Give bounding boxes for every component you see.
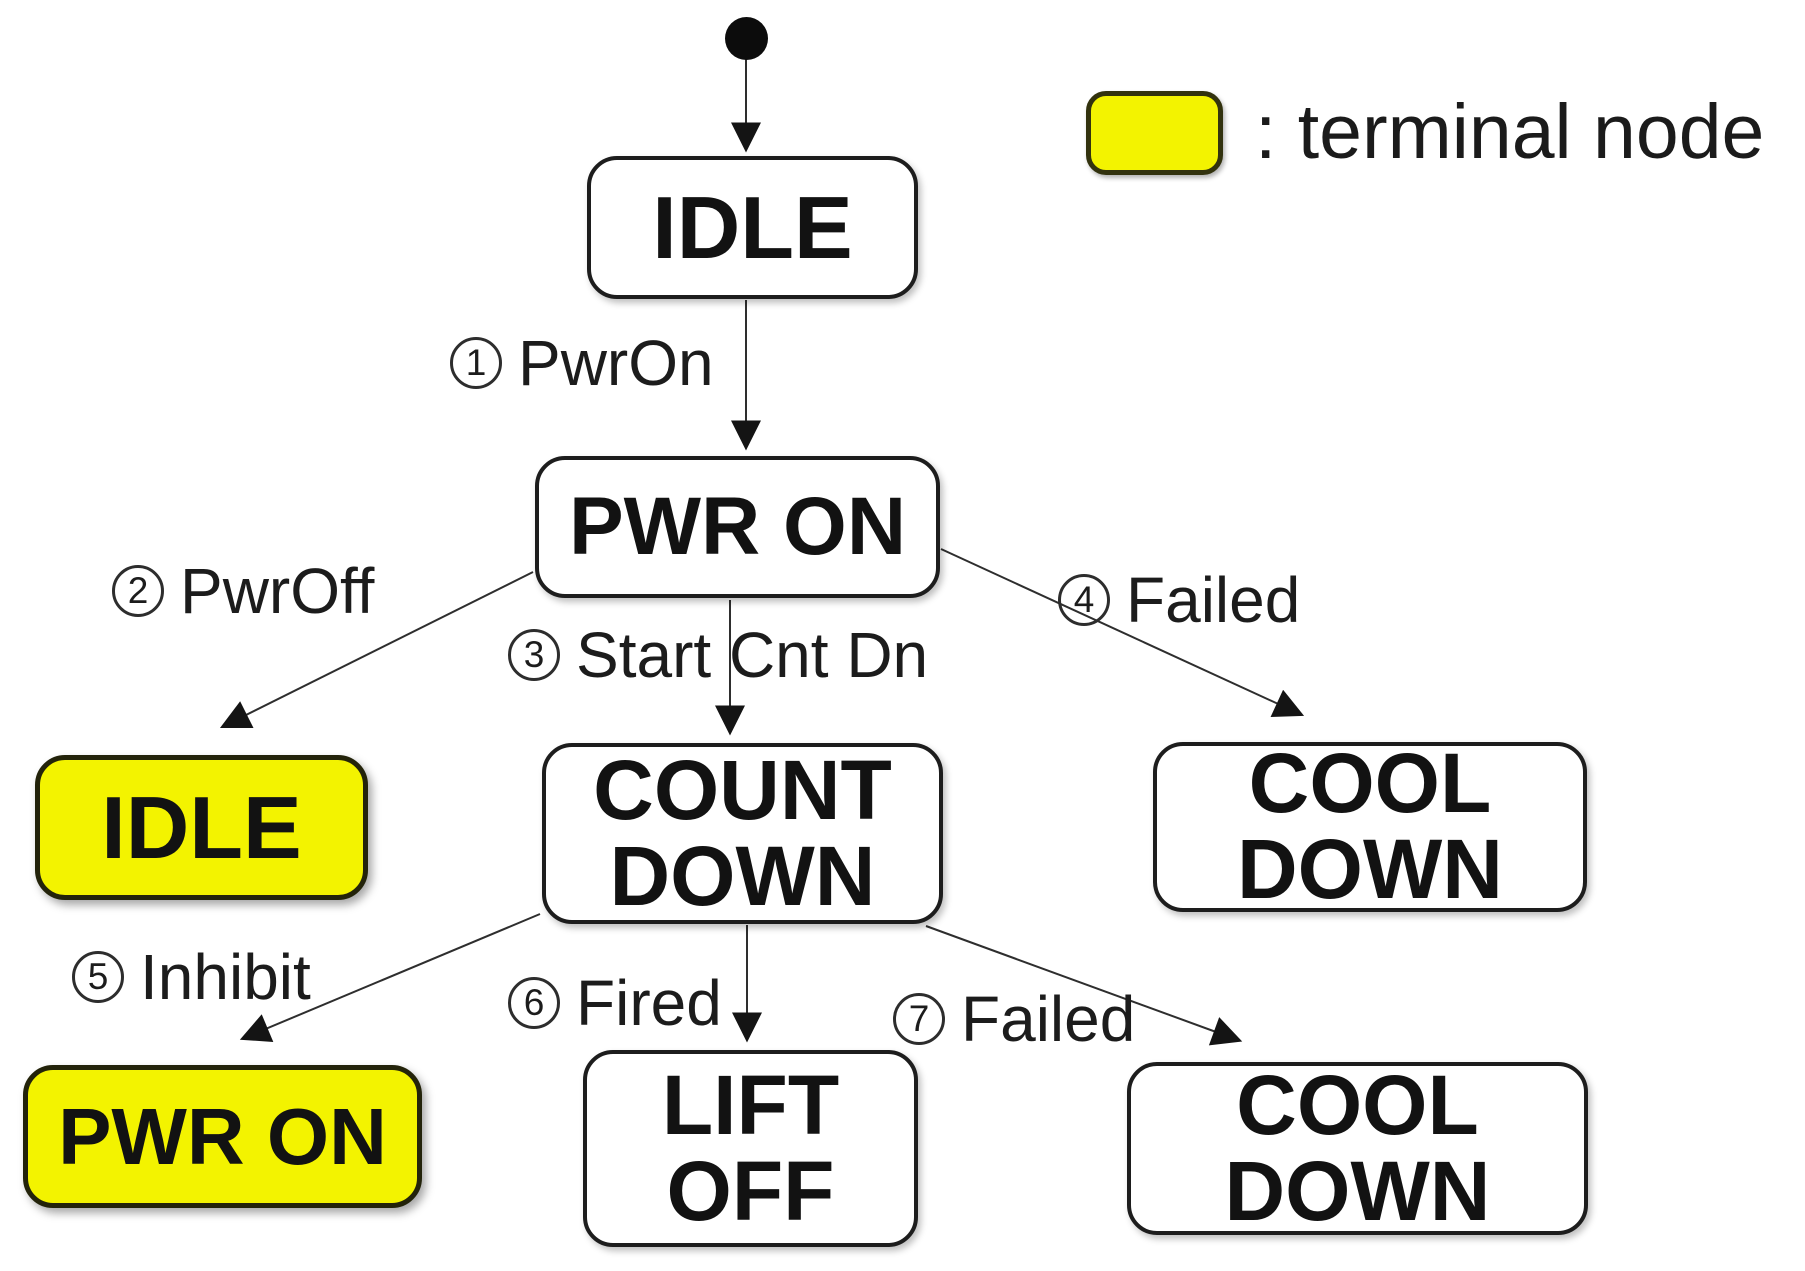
transition-label-inhibit: 5 Inhibit — [72, 940, 311, 1014]
state-pwr-on: PWR ON — [535, 456, 940, 598]
state-label: PWR ON — [568, 481, 907, 573]
state-idle-terminal: IDLE — [35, 755, 368, 900]
transition-label-failed-4: 4 Failed — [1058, 563, 1300, 637]
transition-number-badge: 6 — [508, 977, 560, 1029]
state-label: COOL DOWN — [1224, 1057, 1491, 1238]
state-lift-off: LIFT OFF — [583, 1050, 918, 1247]
transition-text: Start Cnt Dn — [576, 619, 929, 691]
transition-label-fired: 6 Fired — [508, 966, 722, 1040]
legend-label: : terminal node — [1255, 89, 1765, 175]
transition-label-failed-7: 7 Failed — [893, 982, 1135, 1056]
transition-text: PwrOn — [518, 327, 714, 399]
state-pwr-on-terminal: PWR ON — [23, 1065, 422, 1208]
transition-text: Inhibit — [140, 941, 311, 1013]
transition-text: Failed — [1126, 564, 1301, 636]
state-label: IDLE — [652, 177, 853, 277]
state-label: LIFT OFF — [661, 1057, 840, 1238]
state-label: PWR ON — [58, 1091, 387, 1181]
transition-text: Failed — [961, 983, 1136, 1055]
transition-number-badge: 3 — [508, 629, 560, 681]
state-count-down: COUNT DOWN — [542, 743, 943, 924]
transition-number-badge: 1 — [450, 337, 502, 389]
state-label: COUNT DOWN — [593, 742, 892, 923]
state-label: IDLE — [101, 777, 302, 877]
transition-label-pwroff: 2 PwrOff — [112, 554, 374, 628]
transition-text: PwrOff — [180, 555, 375, 627]
state-idle: IDLE — [587, 156, 918, 299]
legend-terminal-swatch — [1086, 90, 1223, 175]
legend: : terminal node — [1086, 88, 1764, 177]
transition-number-badge: 5 — [72, 951, 124, 1003]
state-cool-down-upper: COOL DOWN — [1153, 736, 1587, 916]
transition-number-badge: 2 — [112, 565, 164, 617]
state-label: COOL DOWN — [1237, 736, 1503, 916]
transition-number-badge: 4 — [1058, 574, 1110, 626]
state-cool-down-lower: COOL DOWN — [1127, 1062, 1588, 1235]
transition-text: Fired — [576, 967, 722, 1039]
transition-label-pwron: 1 PwrOn — [450, 326, 714, 400]
transition-label-start-cnt-dn: 3 Start Cnt Dn — [508, 618, 928, 692]
transition-number-badge: 7 — [893, 993, 945, 1045]
initial-state-dot — [725, 17, 768, 60]
